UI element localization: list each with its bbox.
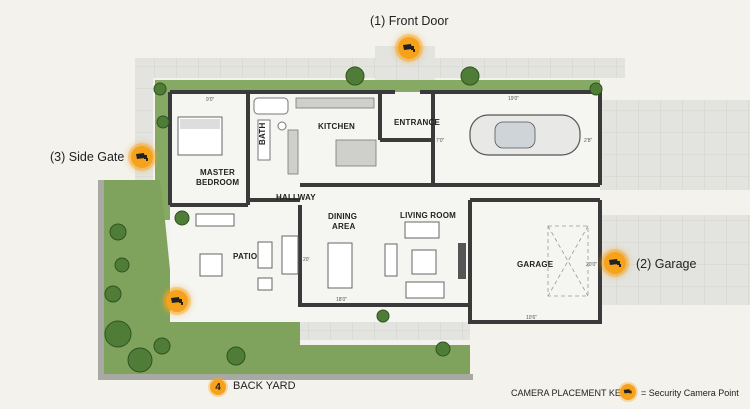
driveway-top [597, 100, 750, 190]
left-sidewalk [135, 58, 153, 218]
front-door-callout: (1) Front Door [370, 14, 449, 28]
patio-table [199, 253, 223, 277]
security-camera-icon[interactable] [166, 290, 188, 312]
patio-chair [257, 277, 273, 291]
shrubs [104, 66, 603, 373]
room-label-master-bedroom-2: BEDROOM [196, 178, 240, 187]
legend-label: CAMERA PLACEMENT KEY: [511, 388, 629, 398]
dim-garage-top: 19'0" [508, 96, 520, 102]
patio-bench [195, 213, 235, 227]
room-label-entrance: ENTRANCE [394, 118, 441, 127]
patio-lounger [257, 241, 273, 269]
dim-garage-bottom: 10'6" [526, 315, 538, 321]
dim-entrance-side: 7'0" [436, 138, 445, 144]
back-yard-lawn [98, 180, 470, 380]
patio-side-bench [281, 235, 299, 275]
security-camera-icon[interactable] [131, 146, 153, 168]
bathtub [253, 97, 289, 115]
dim-garage-right: 2'8" [584, 138, 593, 144]
back-yard-callout: BACK YARD [233, 380, 296, 392]
room-label-bath: BATH [258, 122, 267, 145]
sofa-bottom [405, 281, 445, 299]
sofa-top [404, 221, 440, 239]
dining-table [327, 242, 353, 289]
legend-description: = Security Camera Point [641, 388, 739, 398]
coffee-table [411, 249, 437, 275]
room-label-hallway: HALLWAY [276, 193, 316, 202]
security-camera-icon[interactable] [604, 252, 626, 274]
room-label-garage: GARAGE [517, 260, 554, 269]
kitchen-side-counter [287, 129, 299, 175]
dim-garage-depth: 20'0" [586, 262, 598, 268]
room-label-kitchen: KITCHEN [318, 122, 355, 131]
security-camera-icon [620, 384, 636, 400]
car-windshield [494, 121, 536, 149]
security-camera-icon[interactable] [398, 37, 420, 59]
kitchen-island [335, 139, 377, 167]
bath-wall [257, 119, 271, 161]
armchair [384, 243, 398, 277]
back-yard-number-badge: 4 [210, 379, 226, 395]
dim-patio-side: 20' [303, 257, 310, 263]
side-gate-callout: (3) Side Gate [50, 150, 125, 164]
tv-unit [458, 243, 466, 279]
garage-callout: (2) Garage [636, 257, 697, 271]
room-label-dining-2: AREA [332, 222, 356, 231]
dim-dining-bottom: 18'0" [336, 297, 348, 303]
toilet [277, 121, 287, 131]
room-label-master-bedroom-1: MASTER [200, 168, 235, 177]
fence-bottom [98, 374, 473, 380]
dim-bedroom-width: 9'0" [206, 97, 215, 103]
pillows [180, 119, 220, 129]
fence-left [98, 180, 104, 380]
garage-door-outline [547, 225, 589, 297]
room-label-patio: PATIO [233, 252, 258, 261]
kitchen-counter [295, 97, 375, 109]
walls [168, 90, 602, 324]
room-label-living-room: LIVING ROOM [400, 211, 456, 220]
room-label-dining-1: DINING [328, 212, 358, 221]
